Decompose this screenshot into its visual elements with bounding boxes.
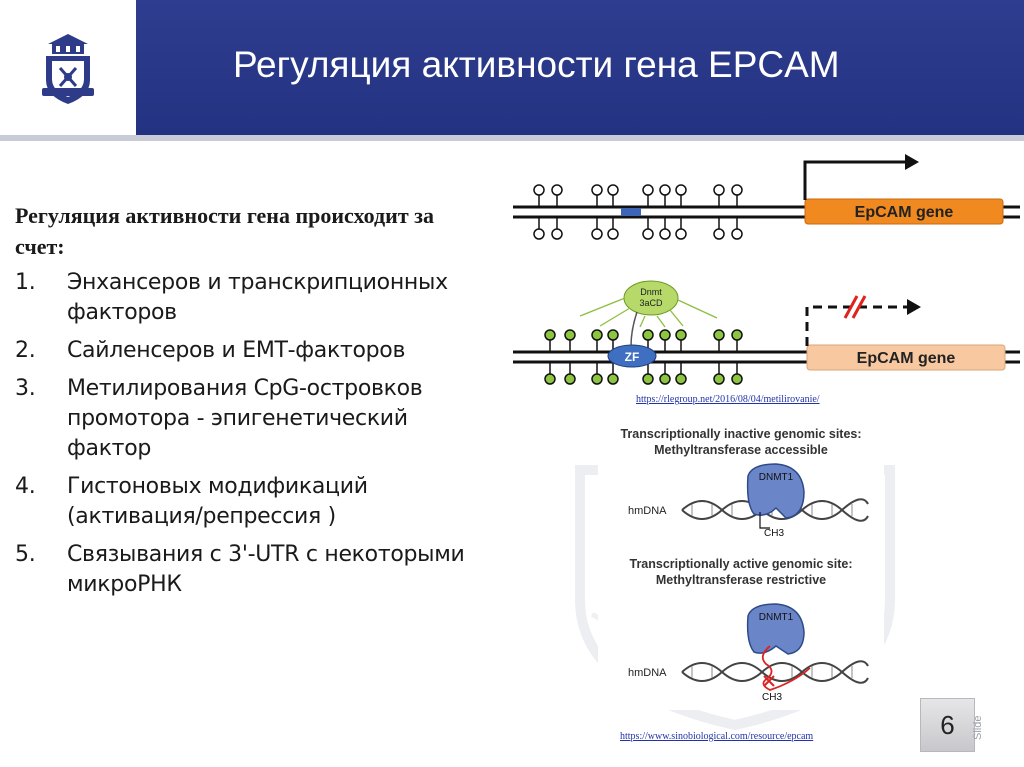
main-content: Регуляция активности гена происходит за … xyxy=(15,200,485,608)
ch3-label-bottom: CH3 xyxy=(762,692,782,703)
active-gene-track: EpCAM gene xyxy=(513,154,1020,240)
list-number: 3. xyxy=(15,376,36,401)
gene-box-silenced xyxy=(806,344,1006,371)
transcription-arrow-icon xyxy=(803,160,910,200)
inactive-site-heading-1: Transcriptionally inactive genomic sites… xyxy=(620,427,861,441)
repression-mark-icon xyxy=(843,295,867,319)
dnmt1-protein-bottom xyxy=(746,603,805,655)
list-number: 4. xyxy=(15,474,36,499)
dnmt1-protein-top xyxy=(746,463,805,519)
sinobiological-source-link[interactable]: https://www.sinobiological.com/resource/… xyxy=(620,731,814,742)
list-text: Гистоновых модификаций (активация/репрес… xyxy=(67,474,368,529)
list-item: 5. Связывания с 3'-UTR с некоторыми микр… xyxy=(15,540,485,600)
gene-box-active xyxy=(804,198,1004,225)
university-crest-icon xyxy=(42,34,94,104)
header-divider xyxy=(0,135,1024,141)
zf-label: ZF xyxy=(625,350,640,364)
methylation-diagram: EpCAM gene Dnmt 3aCD xyxy=(513,154,1020,385)
inactive-site-heading-2: Methyltransferase accessible xyxy=(654,443,828,457)
active-site-heading-2: Methyltransferase restrictive xyxy=(656,573,826,587)
gene-label-silenced: EpCAM gene xyxy=(857,350,956,367)
factor-list: 1. Энхансеров и транскрипционных факторо… xyxy=(15,268,485,600)
list-text: Энхансеров и транскрипционных факторов xyxy=(67,270,448,325)
rlegroup-source-link[interactable]: https://rlegroup.net/2016/08/04/metiliro… xyxy=(636,394,820,405)
dnmt1-label-bottom: DNMT1 xyxy=(759,612,794,623)
list-number: 1. xyxy=(15,270,36,295)
blocked-transcription-arrow-icon xyxy=(805,305,910,346)
slide-title: Регуляция активности гена EPCAM xyxy=(233,44,840,85)
list-number: 5. xyxy=(15,542,36,567)
list-item: 4. Гистоновых модификаций (активация/реп… xyxy=(15,472,485,532)
hmdna-label-top: hmDNA xyxy=(628,505,667,517)
lead-text: Регуляция активности гена происходит за … xyxy=(15,203,434,259)
blocking-tail xyxy=(761,645,811,691)
dna-helix-bottom xyxy=(681,660,869,684)
list-text: Сайленсеров и ЕМТ-факторов xyxy=(67,338,406,363)
header-bar xyxy=(136,0,1024,135)
ch3-label-top: CH3 xyxy=(764,528,784,539)
slide-number: 6 xyxy=(920,698,975,752)
gene-label-active: EpCAM gene xyxy=(855,204,954,221)
logo-area xyxy=(0,0,136,135)
enzyme-label-line2: 3aCD xyxy=(639,298,663,308)
active-site-heading-1: Transcriptionally active genomic site: xyxy=(630,557,853,571)
slide-label: Slide xyxy=(972,715,984,740)
enzyme-label-line1: Dnmt xyxy=(640,287,662,297)
dnmt1-label-top: DNMT1 xyxy=(759,472,794,483)
dnmt1-accessibility-figure: Transcriptionally inactive genomic sites… xyxy=(598,420,884,710)
zf-domain xyxy=(607,344,657,368)
list-text: Метилирования CpG-островков промотора - … xyxy=(67,376,423,461)
silenced-gene-track: Dnmt 3aCD ZF EpCAM gene xyxy=(513,280,1020,385)
list-item: 2. Сайленсеров и ЕМТ-факторов xyxy=(15,336,485,366)
list-item: 3. Метилирования CpG-островков промотора… xyxy=(15,374,485,464)
list-number: 2. xyxy=(15,338,36,363)
hmdna-label-bottom: hmDNA xyxy=(628,667,667,679)
list-text: Связывания с 3'-UTR с некоторыми микроРН… xyxy=(67,542,465,597)
list-item: 1. Энхансеров и транскрипционных факторо… xyxy=(15,268,485,328)
